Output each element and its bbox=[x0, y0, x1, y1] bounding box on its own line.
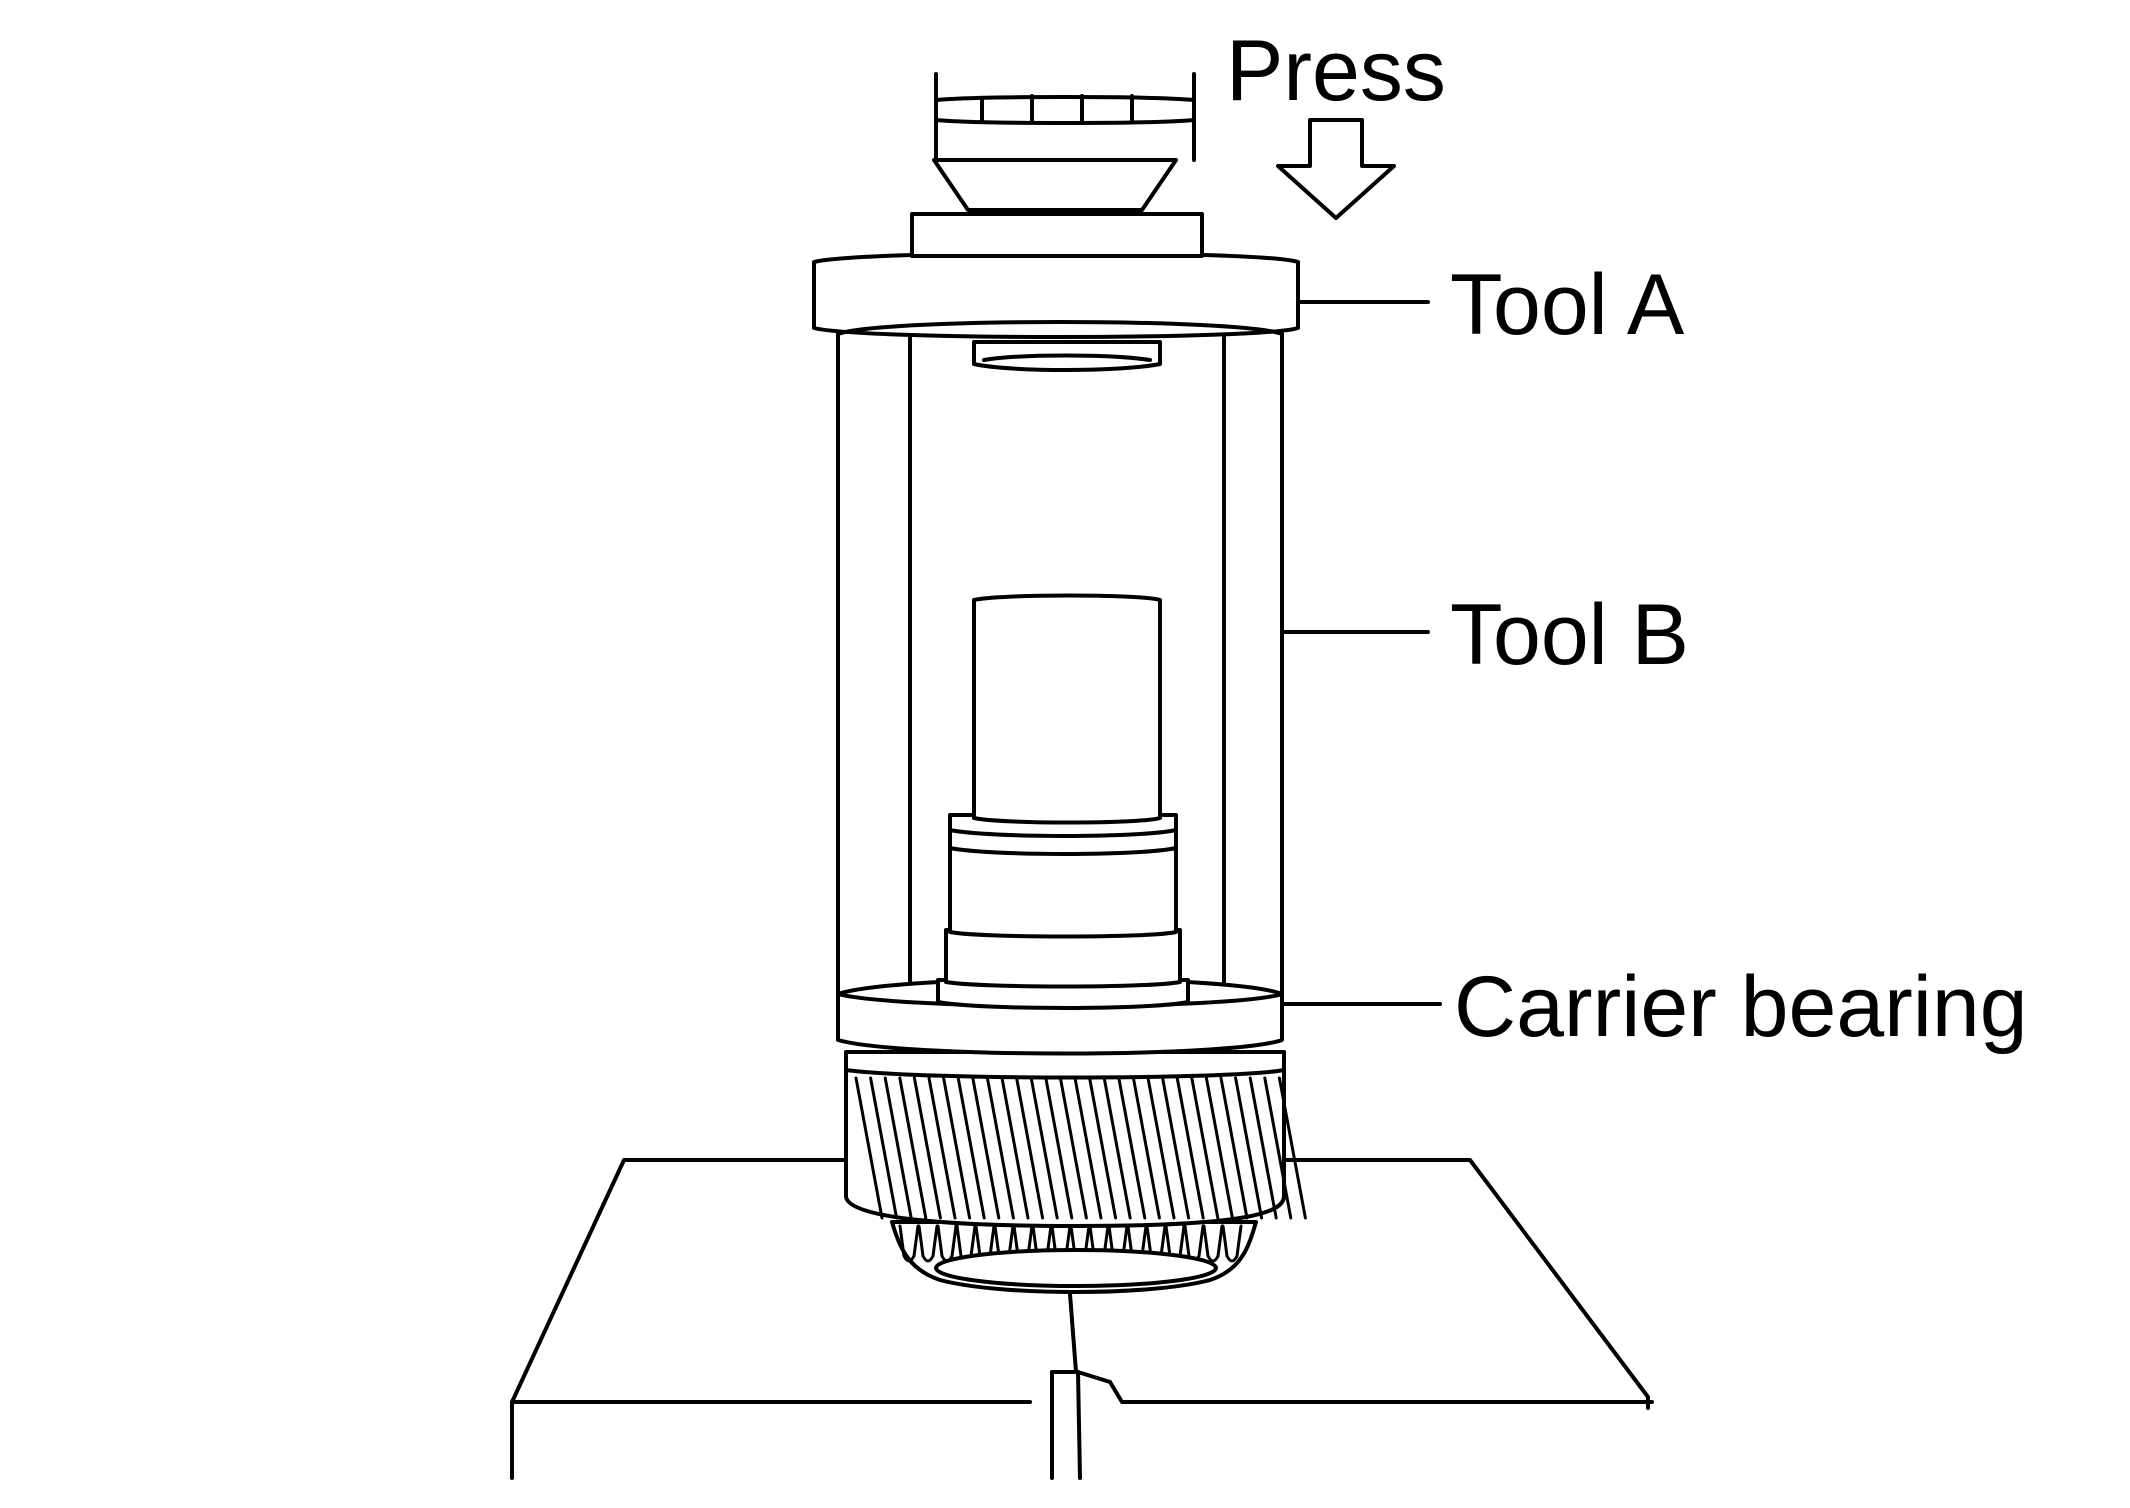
gear-tooth-line bbox=[1058, 1076, 1088, 1220]
gear-tooth-line bbox=[1073, 1076, 1103, 1220]
gear-tooth-line bbox=[1117, 1076, 1147, 1220]
gear-tooth-line bbox=[1190, 1076, 1220, 1220]
gear-tooth-line bbox=[1219, 1076, 1249, 1220]
bevel-tooth bbox=[898, 1224, 920, 1263]
bevel-tooth bbox=[1221, 1224, 1243, 1263]
gear-tooth-line bbox=[1088, 1076, 1118, 1220]
gear-tooth-line bbox=[1277, 1076, 1307, 1220]
gear-tooth-line bbox=[1000, 1076, 1030, 1220]
label-tool-b: Tool B bbox=[1450, 587, 1689, 683]
tool-a bbox=[812, 251, 1300, 372]
gear-tooth-line bbox=[1131, 1076, 1161, 1220]
down-arrow-icon bbox=[1276, 118, 1396, 220]
gear-tooth-line bbox=[854, 1076, 884, 1220]
ring-gear bbox=[844, 1050, 1307, 1294]
gear-tooth-line bbox=[956, 1076, 986, 1220]
gear-tooth-line bbox=[1175, 1076, 1205, 1220]
gear-tooth-line bbox=[1015, 1076, 1045, 1220]
gear-tooth-line bbox=[927, 1076, 957, 1220]
gear-tooth-line bbox=[1044, 1076, 1074, 1220]
gear-tooth-line bbox=[942, 1076, 972, 1220]
gear-tooth-line bbox=[1234, 1076, 1264, 1220]
bevel-tooth bbox=[917, 1224, 939, 1263]
gear-tooth-line bbox=[1146, 1076, 1176, 1220]
label-tool-a: Tool A bbox=[1450, 257, 1685, 353]
gear-tooth-line bbox=[912, 1076, 942, 1220]
gear-tooth-line bbox=[1161, 1076, 1191, 1220]
gear-tooth-line bbox=[1102, 1076, 1132, 1220]
gear-tooth-line bbox=[985, 1076, 1015, 1220]
gear-tooth-line bbox=[1263, 1076, 1293, 1220]
gear-tooth-line bbox=[883, 1076, 913, 1220]
carrier-bearing bbox=[936, 593, 1190, 1010]
label-press: Press bbox=[1226, 23, 1446, 119]
gear-tooth-line bbox=[1248, 1076, 1278, 1220]
gear-tooth-line bbox=[971, 1076, 1001, 1220]
label-carrier-bearing: Carrier bearing bbox=[1454, 959, 2028, 1055]
press-bed bbox=[510, 1158, 1654, 1480]
press-ram bbox=[910, 72, 1204, 258]
bevel-tooth bbox=[1202, 1224, 1224, 1263]
gear-tooth-line bbox=[1029, 1076, 1059, 1220]
gear-tooth-line bbox=[898, 1076, 928, 1220]
gear-tooth-line bbox=[1204, 1076, 1234, 1220]
gear-tooth-line bbox=[869, 1076, 899, 1220]
